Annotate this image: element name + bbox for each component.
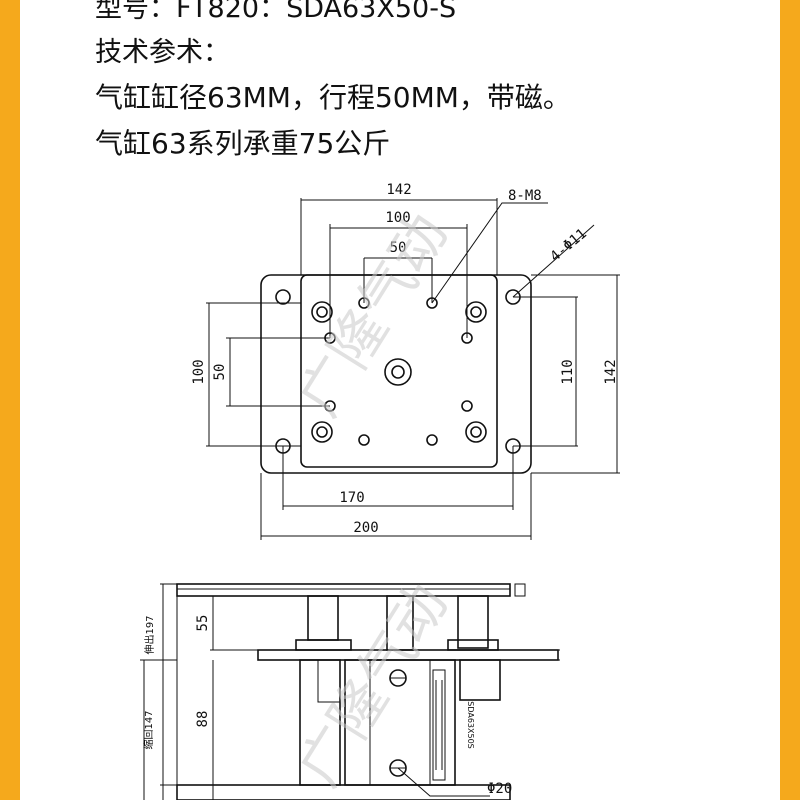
center-bore-inner — [391, 365, 405, 379]
dim-110-lines — [513, 296, 578, 447]
dim-upper-label: 55 — [195, 615, 211, 632]
dim-142-right-lines — [531, 274, 620, 474]
magnetic-switch — [432, 669, 446, 781]
dim-retract-label: 缩回147 — [142, 710, 155, 749]
spec-line-2: 气缸63系列承重75公斤 — [95, 127, 391, 160]
dim-50-left-label: 50 — [212, 364, 228, 381]
dim-100-top-label: 100 — [385, 210, 410, 226]
center-bore — [384, 358, 412, 386]
rod-dim-label: Φ20 — [487, 781, 512, 797]
inner-plate — [300, 274, 498, 468]
model-line: 型号：FT820：SDA63X50-S — [95, 0, 457, 24]
drawing-panel — [20, 0, 780, 800]
dim-100-left-lines — [206, 302, 301, 447]
dim-extend-label: 伸出197 — [143, 615, 156, 654]
corner-hole — [275, 289, 291, 305]
dim-upper-lines — [210, 595, 308, 651]
dim-100-lines — [329, 224, 468, 338]
guide-rod-right — [457, 595, 489, 649]
side-top-plate — [176, 583, 511, 597]
callout-threads: 8-M8 — [508, 188, 542, 204]
dim-200-lines — [260, 473, 532, 540]
dim-170-label: 170 — [339, 490, 364, 506]
guide-rod-left — [307, 595, 339, 641]
dim-200-label: 200 — [353, 520, 378, 536]
rod-dim-leader — [397, 767, 490, 797]
dim-142-top-label: 142 — [386, 182, 411, 198]
cylinder-label: SDA63X50S — [466, 701, 475, 749]
dim-142-right-label: 142 — [603, 359, 619, 384]
dim-170-lines — [282, 446, 514, 510]
dim-110-label: 110 — [560, 359, 576, 384]
dim-lower-label: 88 — [195, 711, 211, 728]
side-view: 伸出197 缩回147 55 88 SDA63X50S Φ20 — [140, 583, 560, 800]
counterbore-holes — [311, 301, 487, 443]
callout-threads-leader — [431, 202, 548, 304]
callout-holes: 4-Φ11 — [547, 226, 590, 265]
dim-extend-lines — [160, 583, 177, 800]
dim-50-lines — [363, 257, 433, 303]
dim-50-left-lines — [226, 337, 330, 407]
guide-tube-right — [459, 659, 501, 701]
tech-label: 技术参术： — [95, 37, 230, 68]
callout-holes-leader — [512, 224, 595, 298]
dim-retract-lines — [140, 659, 177, 800]
dim-50-top-label: 50 — [390, 240, 407, 256]
watermark-lower: 广隆气动 — [287, 573, 461, 797]
dim-100-left-label: 100 — [191, 359, 207, 384]
spec-line-1: 气缸缸径63MM，行程50MM，带磁。 — [95, 81, 571, 114]
